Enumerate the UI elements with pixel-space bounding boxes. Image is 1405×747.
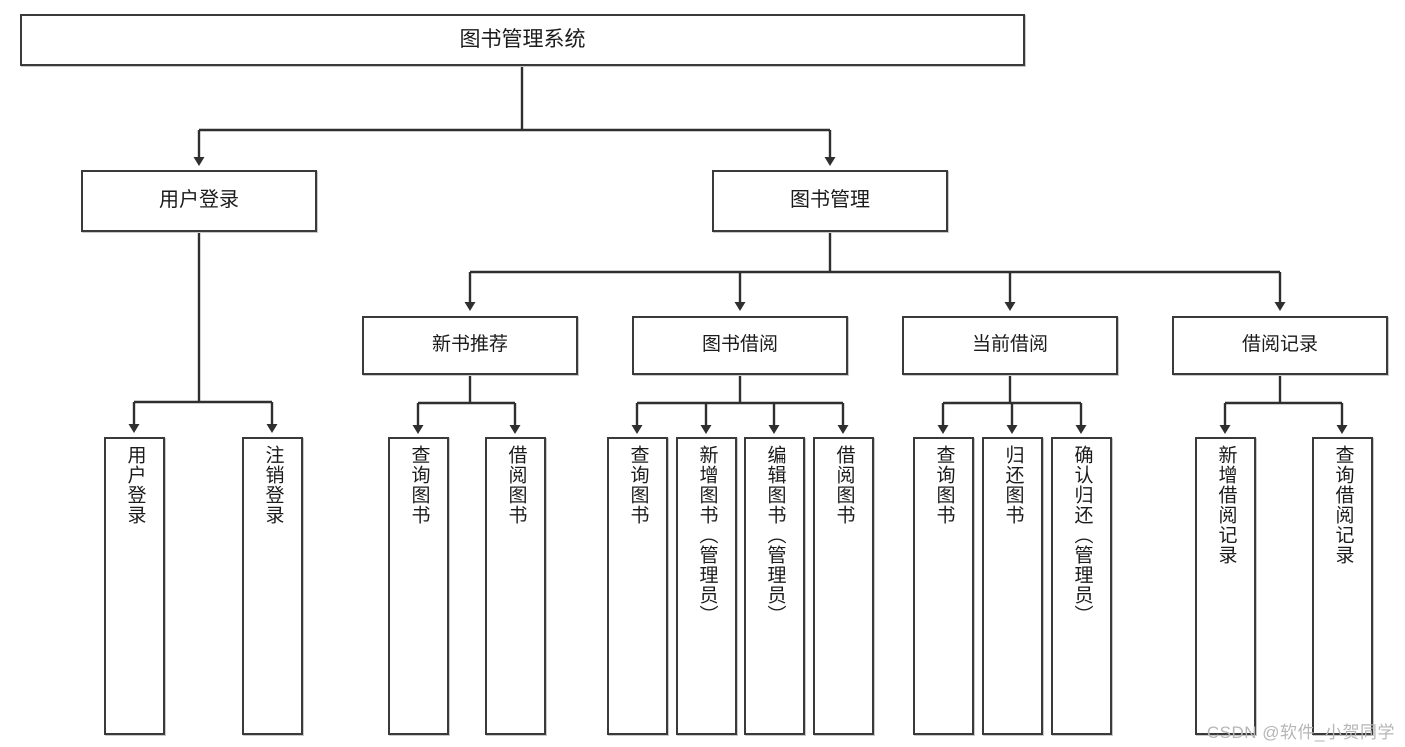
leaf-query-borrow-record[interactable]: 查询借阅记录 — [1312, 437, 1373, 735]
leaf-query-book-borrow[interactable]: 查询图书 — [607, 437, 668, 735]
leaf-borrow-book[interactable]: 借阅图书 — [813, 437, 874, 735]
node-book-manage[interactable]: 图书管理 — [712, 170, 948, 232]
node-label: 借阅图书 — [833, 445, 855, 525]
node-label: 图书管理 — [790, 189, 870, 212]
node-root-system[interactable]: 图书管理系统 — [20, 14, 1025, 66]
node-label: 新增图书（管理员） — [696, 445, 718, 625]
leaf-user-logout[interactable]: 注销登录 — [242, 437, 303, 735]
leaf-query-book-current[interactable]: 查询图书 — [913, 437, 974, 735]
leaf-borrow-book-recommend[interactable]: 借阅图书 — [485, 437, 546, 735]
node-label: 图书借阅 — [701, 334, 778, 356]
node-current-borrow[interactable]: 当前借阅 — [902, 316, 1118, 375]
node-borrow-record[interactable]: 借阅记录 — [1172, 316, 1388, 375]
node-label: 查询图书 — [408, 445, 430, 525]
node-label: 新书推荐 — [431, 334, 508, 356]
leaf-add-borrow-record[interactable]: 新增借阅记录 — [1195, 437, 1256, 735]
node-label: 新增借阅记录 — [1215, 445, 1237, 565]
node-label: 确认归还（管理员） — [1071, 445, 1093, 625]
node-label: 注销登录 — [262, 445, 284, 525]
leaf-edit-book-admin[interactable]: 编辑图书（管理员） — [744, 437, 805, 735]
leaf-query-book-recommend[interactable]: 查询图书 — [388, 437, 449, 735]
node-label: 查询图书 — [933, 445, 955, 525]
node-label: 图书管理系统 — [459, 27, 586, 51]
node-label: 当前借阅 — [971, 334, 1048, 356]
node-label: 归还图书 — [1002, 445, 1024, 525]
node-new-book-recommend[interactable]: 新书推荐 — [362, 316, 578, 375]
csdn-watermark: CSDN @软件_小贺同学 — [1206, 723, 1395, 742]
node-label: 用户登录 — [159, 189, 239, 212]
node-label: 借阅记录 — [1241, 334, 1318, 356]
node-label: 编辑图书（管理员） — [764, 445, 786, 625]
node-label: 查询图书 — [627, 445, 649, 525]
leaf-add-book-admin[interactable]: 新增图书（管理员） — [676, 437, 737, 735]
node-book-borrow[interactable]: 图书借阅 — [632, 316, 848, 375]
node-label: 查询借阅记录 — [1332, 445, 1354, 565]
node-label: 借阅图书 — [505, 445, 527, 525]
node-label: 用户登录 — [124, 445, 146, 525]
leaf-return-book[interactable]: 归还图书 — [982, 437, 1043, 735]
leaf-confirm-return-admin[interactable]: 确认归还（管理员） — [1051, 437, 1112, 735]
node-user-login[interactable]: 用户登录 — [81, 170, 317, 232]
leaf-user-login[interactable]: 用户登录 — [104, 437, 165, 735]
